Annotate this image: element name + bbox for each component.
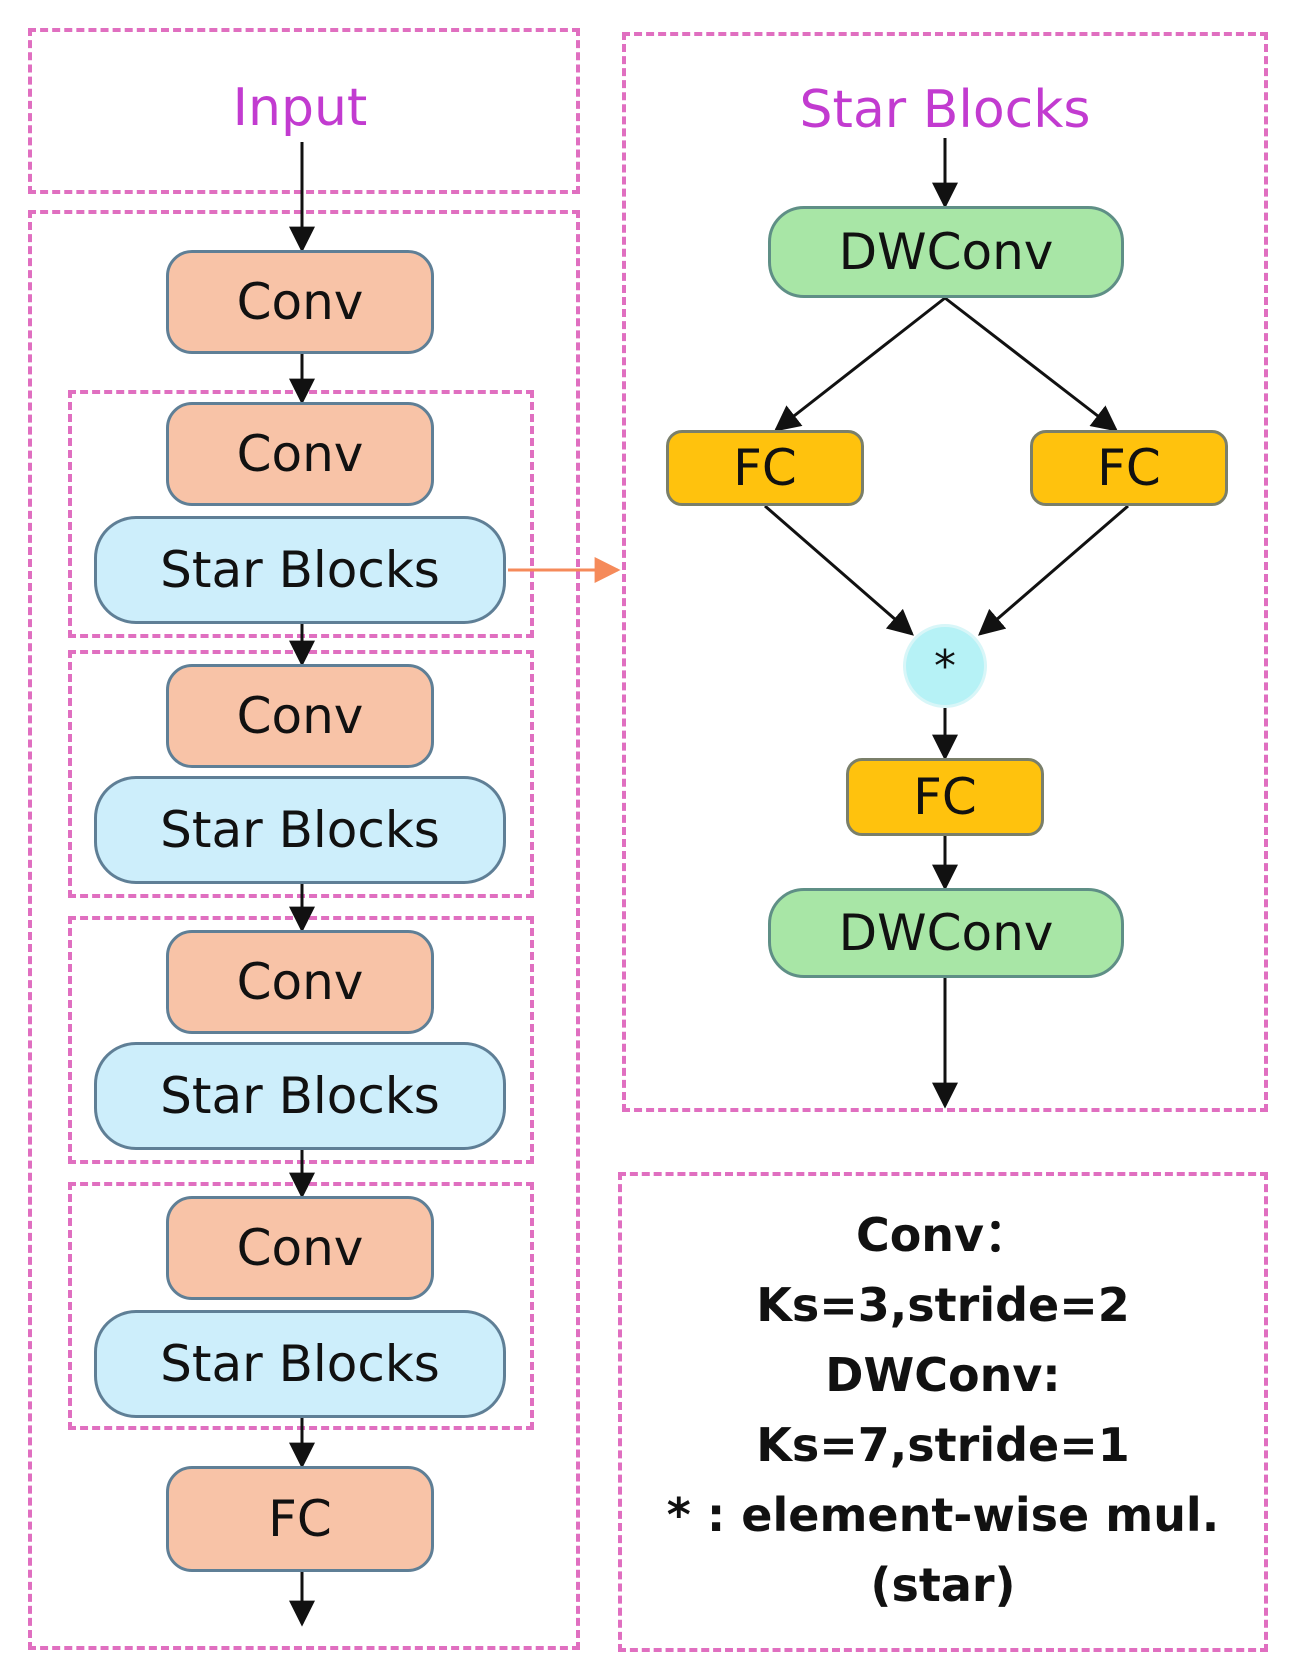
edge-fc-left-mul <box>764 504 914 636</box>
legend-line-conv-params: Ks=3,stride=2 <box>756 1278 1130 1332</box>
stage-4-conv-node: Conv <box>166 1196 434 1300</box>
stage-2-conv-node: Conv <box>166 664 434 768</box>
fc-bottom-node: FC <box>846 758 1044 836</box>
dwconv-bottom-node: DWConv <box>768 888 1124 978</box>
element-wise-mul-node: * <box>903 624 987 708</box>
stage-1-star-blocks-node: Star Blocks <box>94 516 506 624</box>
stage-4-star-blocks-node: Star Blocks <box>94 1310 506 1418</box>
fc-right-node: FC <box>1030 430 1228 506</box>
stage-2-star-blocks-node: Star Blocks <box>94 776 506 884</box>
legend-line-mul: * : element-wise mul. <box>666 1488 1220 1542</box>
input-title: Input <box>232 78 368 138</box>
star-blocks-title: Star Blocks <box>799 80 1091 140</box>
stage-3-star-blocks-node: Star Blocks <box>94 1042 506 1150</box>
legend-line-star: (star) <box>870 1558 1016 1612</box>
legend-text: Conv： Ks=3,stride=2 DWConv: Ks=7,stride=… <box>623 1200 1263 1620</box>
head-fc-node: FC <box>166 1466 434 1572</box>
fc-left-node: FC <box>666 430 864 506</box>
legend-line-conv: Conv： <box>855 1208 1031 1262</box>
edge-fc-right-mul <box>978 504 1129 636</box>
input-group-box <box>28 28 580 194</box>
legend-line-dwconv-params: Ks=7,stride=1 <box>756 1418 1130 1472</box>
edge-dwconv-fc-left <box>773 296 946 432</box>
legend-line-dwconv: DWConv: <box>825 1348 1061 1402</box>
stage-3-conv-node: Conv <box>166 930 434 1034</box>
dwconv-top-node: DWConv <box>768 206 1124 298</box>
legend-box <box>618 1172 1268 1652</box>
backbone-group-box <box>28 210 580 1650</box>
star-block-detail-box <box>622 32 1268 1112</box>
stage-1-conv-node: Conv <box>166 402 434 506</box>
edge-dwconv-fc-right <box>944 296 1119 432</box>
stem-conv-node: Conv <box>166 250 434 354</box>
